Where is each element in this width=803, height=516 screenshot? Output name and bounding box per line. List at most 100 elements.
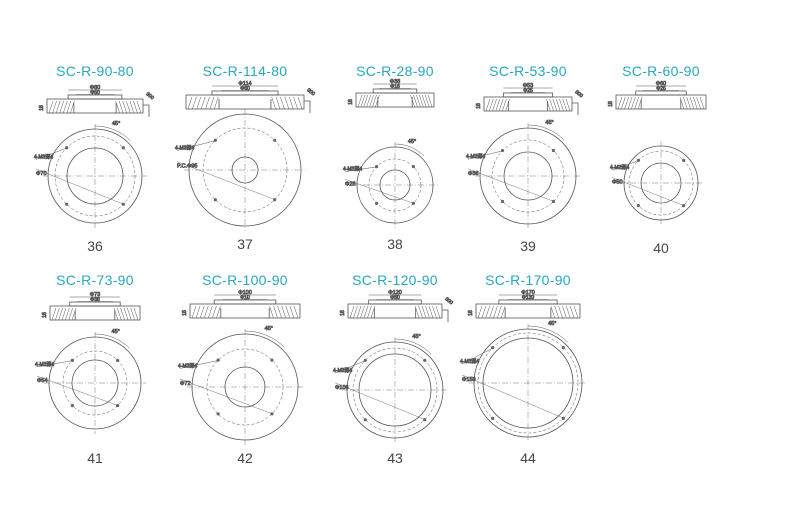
hatch-line <box>349 305 355 319</box>
hatch-line <box>686 96 691 110</box>
hatch-line <box>204 305 209 319</box>
hatch-line <box>559 98 564 112</box>
mount-hole <box>411 165 415 169</box>
note-mount-holes: 4-M3深4 <box>343 166 362 173</box>
hatch-line <box>414 305 420 319</box>
dim-inner-diameter: Φ25 <box>523 88 533 94</box>
hatch-line <box>208 305 213 319</box>
model-title: SC-R-60-90 <box>622 63 700 79</box>
hatch-line <box>413 94 418 108</box>
hatch-line <box>281 305 286 319</box>
hatch-line <box>58 307 63 321</box>
hatch-line <box>199 305 205 319</box>
item-number: 36 <box>87 238 103 254</box>
hatch-line <box>289 305 295 319</box>
hatch-line <box>631 96 636 110</box>
mount-hole <box>121 202 125 206</box>
hatch-line <box>285 305 291 319</box>
dim-height: 18 <box>42 312 48 318</box>
hatch-line <box>569 305 575 319</box>
hatch-line <box>372 94 377 108</box>
dim-angle: 45° <box>112 329 120 335</box>
hatch-line <box>416 94 421 108</box>
dim-outer-diameter: Φ120 <box>388 290 402 296</box>
dim-height: 18 <box>608 101 614 107</box>
dim-inner-diameter: Φ50 <box>90 90 100 96</box>
mount-hole <box>636 158 640 162</box>
hatch-line <box>419 94 424 108</box>
item-number: 42 <box>237 450 253 466</box>
model-title: SC-R-120-90 <box>352 272 438 288</box>
leader-pcd <box>334 382 425 420</box>
hatch-line <box>481 305 487 319</box>
hatch-line <box>271 96 276 110</box>
dim-outer-diameter: Φ38 <box>390 79 401 85</box>
hatch-line <box>624 96 629 110</box>
hatch-line <box>492 98 497 112</box>
item-number: 41 <box>87 450 103 466</box>
hatch-line <box>70 100 75 114</box>
dim-inner-diameter: Φ80 <box>390 295 400 301</box>
hatch-line <box>546 98 551 112</box>
mount-hole <box>363 418 367 422</box>
hatch-line <box>495 98 501 112</box>
leader-holes <box>334 360 366 374</box>
hatch-line <box>353 305 358 319</box>
dim-pitch-diameter: Φ70 <box>36 171 47 177</box>
side-view-top <box>498 299 558 305</box>
cable-line <box>442 309 449 322</box>
hatch-line <box>410 94 415 108</box>
side-view-top <box>69 301 121 307</box>
hatch-line <box>52 100 57 114</box>
side-view-top <box>635 90 687 96</box>
hatch-line <box>696 96 701 110</box>
hatch-line <box>51 307 57 321</box>
leader-holes <box>344 166 377 172</box>
dim-pitch-diameter: P.C.Φ95 <box>177 164 198 170</box>
hatch-line <box>118 100 124 114</box>
leader-pcd <box>461 374 564 419</box>
hatch-line <box>679 96 685 110</box>
hatch-line <box>425 305 430 319</box>
item-number: 40 <box>653 240 669 256</box>
mount-hole <box>682 158 686 162</box>
mount-hole <box>500 199 505 204</box>
mount-hole <box>213 138 217 142</box>
mount-hole <box>70 404 74 408</box>
dim-pitch-diameter: Φ28 <box>345 181 356 187</box>
hatch-line <box>498 98 504 112</box>
dim-outer-diameter: Φ100 <box>238 290 252 296</box>
note-mount-holes: 4-M3深4 <box>35 361 54 368</box>
side-view-body <box>475 303 581 319</box>
dim-pitch-diameter: Φ106 <box>335 385 349 391</box>
hatch-line <box>432 305 437 319</box>
side-view-top <box>372 88 418 94</box>
hatch-line <box>66 100 72 114</box>
hatch-line <box>200 96 206 110</box>
dim-outer-diameter: Φ60 <box>656 81 667 87</box>
hatch-line <box>126 100 131 114</box>
leader-pcd <box>36 375 118 406</box>
hatch-line <box>565 98 571 112</box>
mount-hole <box>273 198 277 202</box>
side-view-top <box>211 90 279 96</box>
hatch-line <box>275 96 281 110</box>
hatch-line <box>552 98 558 112</box>
hatch-line <box>269 305 274 319</box>
hatch-line <box>209 96 215 110</box>
hatch-line <box>689 96 695 110</box>
hatch-line <box>273 305 278 319</box>
dim-cable-length: 300 <box>444 296 454 306</box>
angle-arc <box>94 333 130 349</box>
